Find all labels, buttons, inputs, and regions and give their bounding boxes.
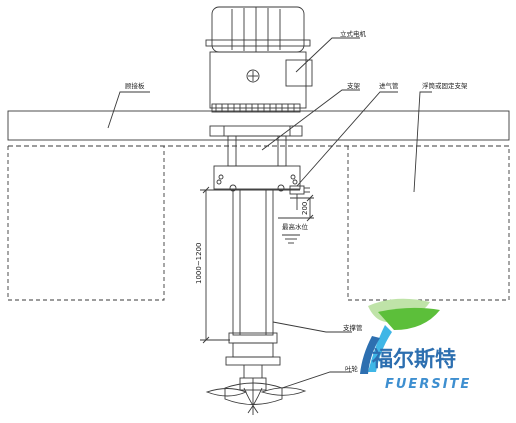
leader-lines <box>107 37 432 389</box>
left-float-box <box>7 146 165 301</box>
logo-wave-blue <box>360 336 380 374</box>
support-tube <box>225 189 281 391</box>
brand-logo: 福尔斯特 FUERSITE <box>360 298 471 392</box>
label-max-water-level: 最高水位 <box>282 222 309 231</box>
logo-wave-cyan <box>368 325 392 372</box>
dimension-offset-text: 200 <box>301 202 309 215</box>
motor-body <box>205 6 313 137</box>
logo-chinese-text: 福尔斯特 <box>371 347 456 371</box>
logo-leaf-green <box>378 307 440 330</box>
label-impeller: 叶轮 <box>345 364 359 373</box>
label-float-bracket: 浮筒或固定支架 <box>422 81 468 90</box>
dimension-vertical-text: 1000~1200 <box>195 243 203 285</box>
impeller <box>205 378 307 415</box>
label-support-tube: 支撑管 <box>343 323 363 332</box>
label-air-inlet: 进气管 <box>379 81 399 90</box>
connecting-plate <box>7 110 510 147</box>
vertical-dimension <box>200 186 232 344</box>
label-bracket: 支架 <box>347 81 361 90</box>
label-motor: 立式电机 <box>340 29 367 38</box>
label-connecting-plate: 顾接板 <box>125 81 145 90</box>
logo-english-text: FUERSITE <box>385 377 471 392</box>
water-level-symbol <box>278 217 308 244</box>
right-float-box <box>347 146 510 301</box>
bracket <box>213 135 301 192</box>
